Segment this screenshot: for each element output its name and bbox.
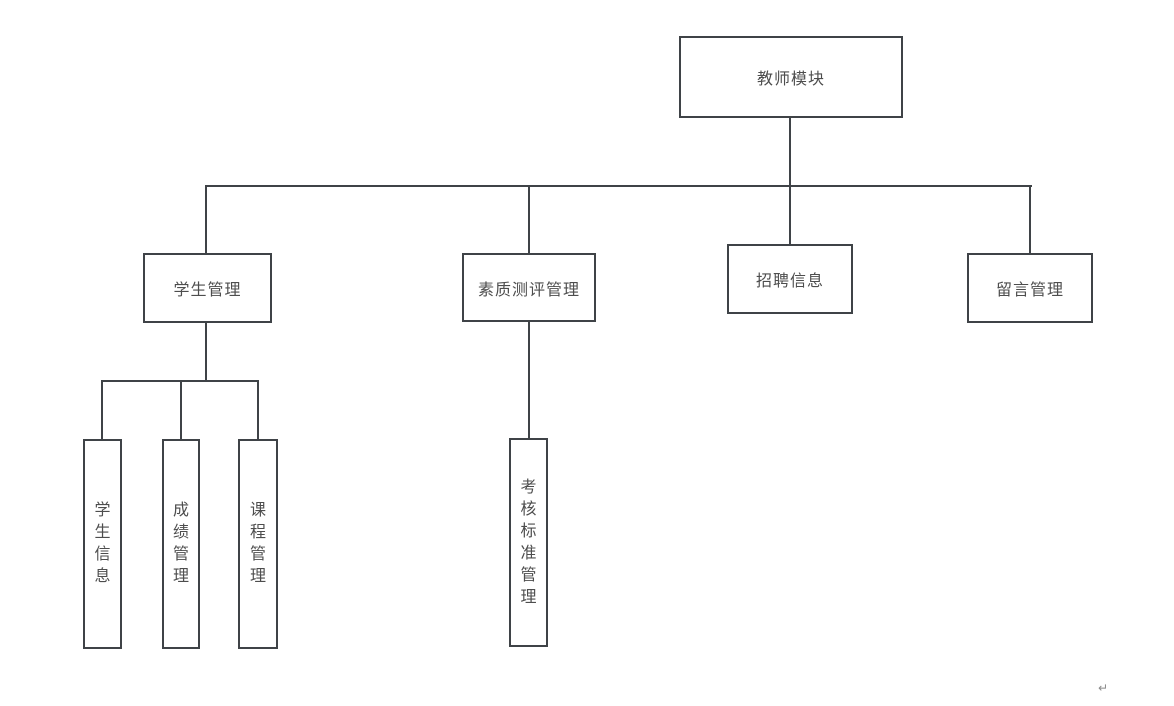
connector-root-to-main-bus <box>789 116 791 187</box>
connector-bus-to-message-mgmt <box>1029 186 1031 254</box>
node-student-mgmt-label: 学生管理 <box>173 282 242 299</box>
node-student-info-label: 学生信息 <box>94 502 111 585</box>
connector-main-bus <box>205 185 1032 187</box>
node-assessment-standard-mgmt-label: 考核标准管理 <box>520 478 537 606</box>
node-message-mgmt: 留言管理 <box>967 253 1093 323</box>
connector-sub-bus-to-course-mgmt <box>257 381 259 440</box>
node-grade-mgmt: 成绩管理 <box>162 439 200 649</box>
connector-sub-bus-to-grade-mgmt <box>180 381 182 440</box>
node-recruit-info: 招聘信息 <box>727 244 853 314</box>
node-quality-eval-mgmt-label: 素质测评管理 <box>477 281 580 299</box>
connector-quality-eval-to-assessment <box>528 321 530 439</box>
node-student-mgmt: 学生管理 <box>143 253 272 323</box>
node-student-info: 学生信息 <box>83 439 122 649</box>
node-grade-mgmt-label: 成绩管理 <box>172 502 189 585</box>
connector-bus-to-student-mgmt <box>205 186 207 254</box>
node-message-mgmt-label: 留言管理 <box>995 282 1064 299</box>
node-course-mgmt-label: 课程管理 <box>249 502 266 585</box>
connector-bus-to-quality-eval <box>528 186 530 254</box>
node-teacher-module: 教师模块 <box>679 36 903 118</box>
connector-student-mgmt-to-sub-bus <box>205 322 207 382</box>
return-mark-glyph: ↵ <box>1098 681 1109 695</box>
node-recruit-info-label: 招聘信息 <box>755 273 824 290</box>
node-assessment-standard-mgmt: 考核标准管理 <box>509 438 548 647</box>
node-course-mgmt: 课程管理 <box>238 439 278 649</box>
connector-bus-to-recruit-info <box>789 186 791 245</box>
node-teacher-module-label: 教师模块 <box>756 71 825 88</box>
connector-sub-bus-to-student-info <box>101 381 103 440</box>
node-quality-eval-mgmt: 素质测评管理 <box>462 253 596 322</box>
